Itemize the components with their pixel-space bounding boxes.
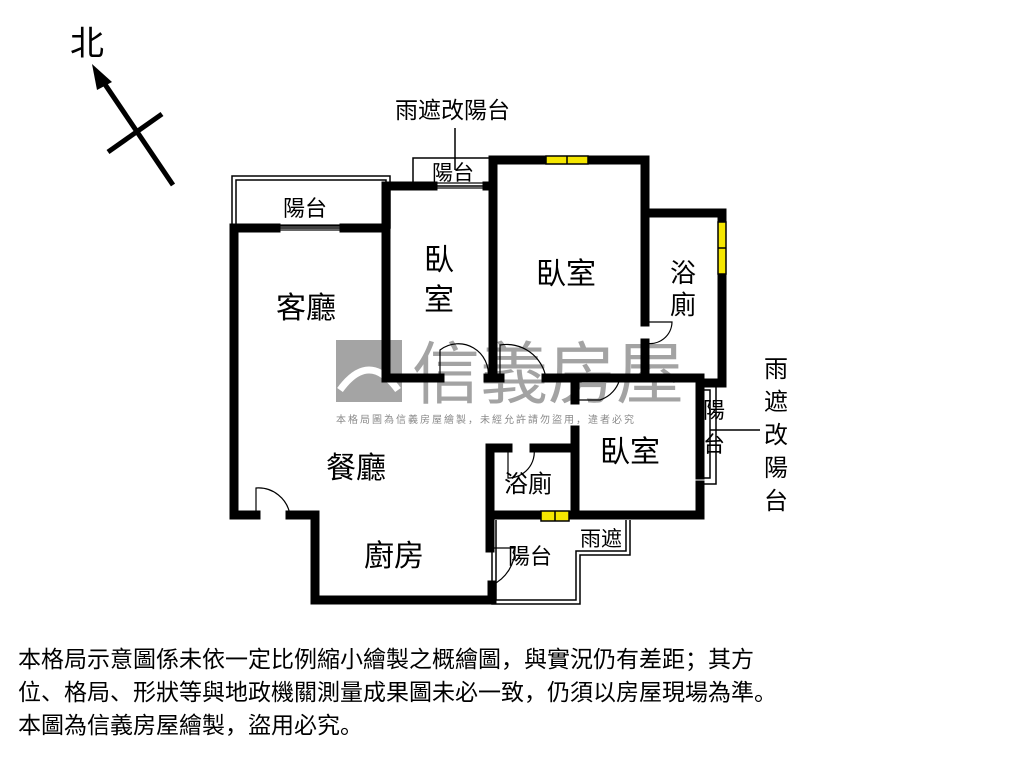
svg-text:台: 台 (764, 487, 788, 515)
windows (540, 155, 727, 522)
svg-text:雨: 雨 (764, 355, 788, 383)
bathroom-master-label-1: 浴 (670, 259, 696, 289)
balcony-small-label: 陽台 (432, 161, 474, 185)
disclaimer-line: 本圖為信義房屋繪製，盜用必究。 (18, 713, 363, 739)
balcony-living-label: 陽台 (283, 197, 327, 222)
bathroom-master-label-2: 廁 (670, 291, 696, 321)
bedroom-third-label: 臥室 (600, 435, 660, 470)
svg-text:陽: 陽 (764, 454, 788, 482)
walls (229, 155, 727, 605)
balcony-side-label-2: 台 (703, 433, 725, 458)
bedroom-small-label-1: 臥 (424, 243, 454, 278)
doors (255, 182, 673, 586)
north-label: 北 (70, 24, 104, 64)
living-room-label: 客廳 (276, 291, 336, 326)
rain-shelter-label: 雨遮 (580, 527, 622, 551)
bedroom-small-label-2: 室 (424, 283, 454, 318)
disclaimer: 本格局示意圖係未依一定比例縮小繪製之概繪圖，與實況仍有差距；其方 位、格局、形狀… (18, 644, 1018, 743)
top-callout: 雨遮改陽台 (395, 98, 510, 124)
watermark-notice: 本格局圖為信義房屋繪製，未經允許請勿盜用，違者必究 (336, 413, 636, 426)
dining-room-label: 餐廳 (326, 451, 386, 486)
disclaimer-line: 本格局示意圖係未依一定比例縮小繪製之概繪圖，與實況仍有差距；其方 (18, 647, 754, 673)
svg-text:改: 改 (764, 421, 788, 449)
bedroom-master-label: 臥室 (536, 257, 596, 292)
svg-text:遮: 遮 (764, 388, 788, 416)
balcony-kitchen-label: 陽台 (508, 545, 552, 570)
disclaimer-line: 位、格局、形狀等與地政機關測量成果圖未必一致，仍須以房屋現場為準。 (18, 680, 777, 706)
balcony-side-label-1: 陽 (703, 399, 725, 424)
north-arrow-icon (92, 64, 176, 187)
kitchen-label: 廚房 (364, 539, 424, 574)
side-callout: 雨 遮 改 陽 台 (764, 355, 788, 515)
bathroom-second-label: 浴廁 (504, 470, 552, 498)
